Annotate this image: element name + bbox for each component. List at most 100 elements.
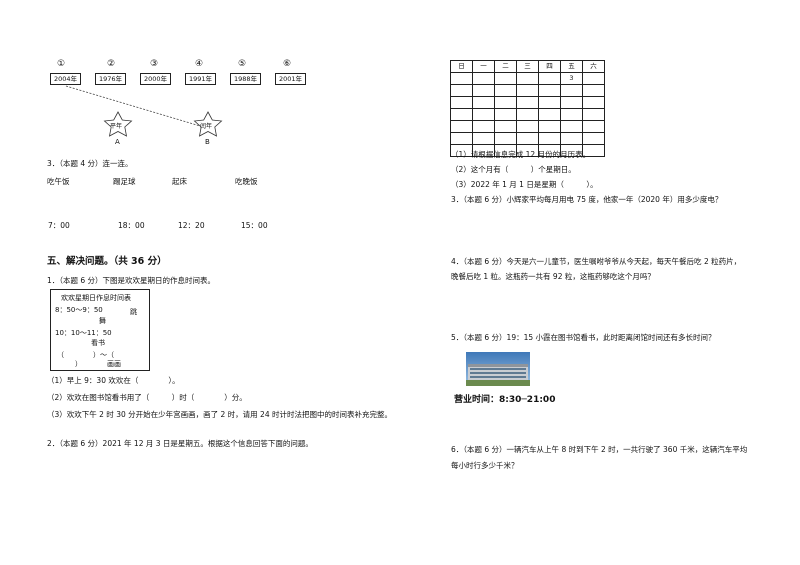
calendar-cell[interactable] [450, 84, 473, 97]
calendar-cell[interactable] [494, 108, 517, 121]
connect-lines-figure [65, 85, 223, 137]
calendar-cell[interactable] [582, 72, 605, 85]
calendar-header-thu: 四 [538, 60, 561, 73]
activity-2[interactable]: 踢足球 [113, 177, 136, 186]
calendar-cell[interactable] [450, 120, 473, 133]
calendar-cell[interactable] [450, 132, 473, 145]
calendar-row [450, 120, 605, 133]
calendar-row [450, 132, 605, 145]
calendar-cell[interactable] [450, 72, 473, 85]
year-box-4[interactable]: 1991年 [185, 73, 217, 85]
problem-5: 5．（本题 6 分）19：15 小霞在图书馆看书，此时距离闭馆时间还有多长时间？ [451, 333, 716, 342]
calendar-cell[interactable] [582, 84, 605, 97]
star-a-text: 平年 [110, 123, 123, 130]
calendar-cell[interactable] [516, 108, 539, 121]
calendar-cell[interactable] [450, 108, 473, 121]
calendar-cell[interactable] [516, 84, 539, 97]
year-box-2[interactable]: 1976年 [95, 73, 127, 85]
calendar-cell[interactable] [582, 96, 605, 109]
calendar-row [450, 108, 605, 121]
calendar-question-3: （3）2022 年 1 月 1 日是星期（ ）。 [451, 180, 598, 189]
number-3: ③ [150, 59, 159, 69]
calendar-header-sun: 日 [450, 60, 473, 73]
calendar-cell[interactable] [538, 108, 561, 121]
time-3[interactable]: 12：20 [178, 221, 205, 230]
problem-3: 3．（本题 6 分）小辉家平均每月用电 75 度，他家一年（2020 年）用多少… [451, 195, 723, 204]
year-box-5[interactable]: 1988年 [230, 73, 262, 85]
calendar-cell[interactable] [516, 120, 539, 133]
library-building-image [466, 352, 530, 386]
problem-2-title: 2．（本题 6 分）2021 年 12 月 3 日是星期五。根据这个信息回答下面… [47, 439, 313, 448]
calendar-cell[interactable] [560, 108, 583, 121]
calendar-cell[interactable] [538, 96, 561, 109]
year-box-3[interactable]: 2000年 [140, 73, 172, 85]
calendar-cell[interactable] [472, 132, 495, 145]
calendar-cell[interactable] [560, 132, 583, 145]
schedule-blank-middle[interactable]: ）～（ [93, 351, 114, 359]
calendar-cell[interactable] [516, 96, 539, 109]
problem-6-line-1: 6．（本题 6 分）一辆汽车从上午 8 时到下午 2 时，一共行驶了 360 千… [451, 445, 748, 454]
calendar-row: 3 [450, 72, 605, 85]
activity-1[interactable]: 吃午饭 [47, 177, 70, 186]
drawn-connection-line [65, 85, 201, 127]
calendar-cell-friday-3: 3 [560, 72, 583, 85]
calendar-header-sat: 六 [582, 60, 605, 73]
calendar-table: 日 一 二 三 四 五 六 3 [450, 60, 605, 157]
star-a-icon[interactable] [103, 111, 133, 137]
calendar-cell[interactable] [582, 144, 605, 157]
opening-hours: 营业时间：8:30─21:00 [454, 395, 556, 405]
calendar-cell[interactable] [472, 108, 495, 121]
calendar-cell[interactable] [450, 96, 473, 109]
calendar-cell[interactable] [516, 72, 539, 85]
schedule-blank-open[interactable]: （ [57, 351, 64, 359]
calendar-header-row: 日 一 二 三 四 五 六 [450, 60, 605, 73]
calendar-row [450, 84, 605, 97]
problem-6-line-2: 每小时行多少千米？ [451, 461, 519, 470]
schedule-line-2-activity: 看书 [91, 339, 105, 347]
time-2[interactable]: 18：00 [118, 221, 145, 230]
star-b-icon[interactable] [193, 111, 223, 137]
year-box-1[interactable]: 2004年 [50, 73, 82, 85]
calendar-cell[interactable] [494, 84, 517, 97]
calendar-cell[interactable] [538, 120, 561, 133]
calendar-cell[interactable] [560, 84, 583, 97]
calendar-cell[interactable] [582, 108, 605, 121]
calendar-cell[interactable] [582, 120, 605, 133]
calendar-cell[interactable] [494, 96, 517, 109]
number-6: ⑥ [283, 59, 292, 69]
star-a-label: A [115, 138, 120, 146]
number-2: ② [107, 59, 116, 69]
calendar-cell[interactable] [472, 84, 495, 97]
schedule-line-1: 8：50～9：50 [55, 306, 103, 314]
calendar-question-2: （2）这个月有（ ）个星期日。 [451, 165, 576, 174]
year-box-6[interactable]: 2001年 [275, 73, 307, 85]
number-1: ① [57, 59, 66, 69]
question-3-title: 3．（本题 4 分）连一连。 [47, 159, 133, 168]
problem-4-line-2: 晚餐后吃 1 粒。这瓶药一共有 92 粒，这瓶药够吃这个月吗？ [451, 272, 655, 281]
calendar-row [450, 144, 605, 157]
calendar-question-1: （1）请根据信息完成 12 月份的月历表。 [451, 150, 591, 159]
schedule-blank-close[interactable]: ） [75, 360, 82, 368]
problem-1-title: 1．（本题 6 分）下图是欢欢星期日的作息时间表。 [47, 276, 216, 285]
time-1[interactable]: 7：00 [48, 221, 70, 230]
calendar-cell[interactable] [560, 120, 583, 133]
calendar-cell[interactable] [538, 132, 561, 145]
activity-3[interactable]: 起床 [172, 177, 187, 186]
activity-4[interactable]: 吃晚饭 [235, 177, 258, 186]
time-4[interactable]: 15：00 [241, 221, 268, 230]
calendar-cell[interactable] [494, 132, 517, 145]
calendar-cell[interactable] [538, 84, 561, 97]
calendar-cell[interactable] [538, 72, 561, 85]
calendar-cell[interactable] [494, 72, 517, 85]
calendar-cell[interactable] [494, 120, 517, 133]
problem-1-sub-2: （2）欢欢在图书馆看书用了（ ）时（ ）分。 [47, 393, 247, 402]
calendar-header-mon: 一 [472, 60, 495, 73]
calendar-cell[interactable] [472, 72, 495, 85]
schedule-line-2: 10：10～11：50 [55, 329, 112, 337]
calendar-cell[interactable] [472, 120, 495, 133]
calendar-cell[interactable] [516, 132, 539, 145]
star-b-text: 闰年 [200, 123, 213, 130]
calendar-cell[interactable] [560, 96, 583, 109]
calendar-cell[interactable] [472, 96, 495, 109]
calendar-cell[interactable] [582, 132, 605, 145]
